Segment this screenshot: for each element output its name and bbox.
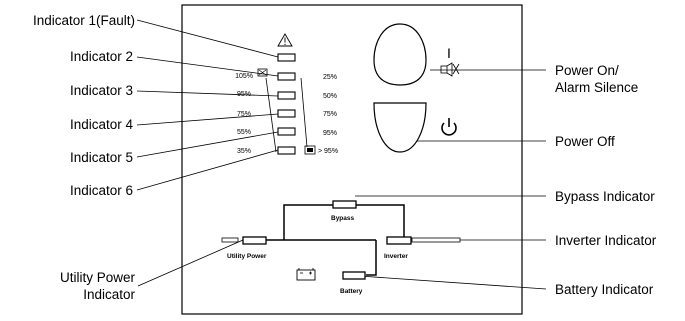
leader-battery xyxy=(359,275,547,290)
label-power-on-line1: Power On/ xyxy=(555,63,619,78)
led-inverter xyxy=(386,236,412,245)
label-indicator-2: Indicator 2 xyxy=(70,49,133,64)
bypass-label: Bypass xyxy=(331,215,355,222)
battery-path xyxy=(366,240,377,276)
power-on-button[interactable] xyxy=(373,23,427,86)
led-column xyxy=(277,53,296,155)
scale-brackets xyxy=(265,77,308,153)
leader-indicator-5 xyxy=(136,131,279,158)
inverter-output-bar xyxy=(411,237,461,243)
power-on-symbol: I xyxy=(447,45,451,61)
battery-label: Battery xyxy=(340,288,363,295)
leader-indicator-2 xyxy=(136,56,279,77)
led-indicator-5 xyxy=(277,127,296,136)
label-inverter-indicator: Inverter Indicator xyxy=(555,233,657,248)
scale-left-75: 75% xyxy=(237,111,251,118)
label-bypass-indicator: Bypass Indicator xyxy=(555,189,655,204)
battery-icon xyxy=(296,268,316,281)
scale-right-75: 75% xyxy=(323,111,337,118)
bypass-path-left xyxy=(283,204,333,240)
utility-input-bar xyxy=(221,237,239,243)
mimic-lines xyxy=(266,204,405,276)
led-bypass xyxy=(332,200,357,209)
load-icon xyxy=(304,145,316,155)
scale-left-105: 105% xyxy=(235,73,253,80)
mute-icon xyxy=(440,62,460,77)
scale-left-55: 55% xyxy=(237,129,251,136)
label-indicator-1: Indicator 1(Fault) xyxy=(33,13,135,28)
power-off-button[interactable] xyxy=(373,102,427,153)
leader-utility-power xyxy=(137,239,244,287)
leader-indicator-1 xyxy=(136,19,279,58)
left-scale: 105% 95% 75% 55% 35% xyxy=(235,73,253,155)
scale-left-35: 35% xyxy=(237,148,251,155)
label-indicator-3: Indicator 3 xyxy=(70,83,133,98)
mimic-labels: Bypass Utility Power Inverter Battery xyxy=(227,215,408,295)
label-battery-indicator: Battery Indicator xyxy=(555,282,654,297)
mimic-leds xyxy=(242,200,412,280)
led-indicator-3 xyxy=(277,91,296,100)
label-indicator-6: Indicator 6 xyxy=(70,183,133,198)
led-indicator-6 xyxy=(277,146,296,155)
led-indicator-2 xyxy=(277,72,296,81)
scale-right-25: 25% xyxy=(323,74,337,81)
right-scale: 25% 50% 75% 95% > 95% xyxy=(318,74,338,155)
label-utility-power-line2: Indicator xyxy=(83,287,135,302)
utility-power-label: Utility Power xyxy=(227,253,267,260)
scale-left-95: 95% xyxy=(237,91,251,98)
leader-lines-left xyxy=(136,19,279,287)
led-utility-power xyxy=(242,236,267,245)
panel-frame xyxy=(181,4,523,315)
label-power-off: Power Off xyxy=(555,134,615,149)
left-callouts: Indicator 1(Fault) Indicator 2 Indicator… xyxy=(33,13,136,302)
power-icon xyxy=(441,118,457,136)
leader-indicator-6 xyxy=(136,149,279,191)
scale-right-95: 95% xyxy=(323,130,337,137)
right-callouts: Power On/ Alarm Silence Power Off Bypass… xyxy=(555,63,657,297)
label-indicator-5: Indicator 5 xyxy=(70,150,133,165)
bypass-path-right xyxy=(356,204,405,240)
scale-right-over-95: > 95% xyxy=(318,148,338,155)
label-utility-power-line1: Utility Power xyxy=(60,270,136,285)
leader-indicator-4 xyxy=(136,113,279,126)
warning-triangle-icon xyxy=(277,33,293,47)
led-battery xyxy=(342,271,366,280)
leader-indicator-3 xyxy=(136,90,279,97)
label-power-on-line2: Alarm Silence xyxy=(555,80,638,95)
inverter-label: Inverter xyxy=(384,253,408,260)
label-indicator-4: Indicator 4 xyxy=(70,117,134,132)
led-indicator-1 xyxy=(277,53,296,62)
overload-icon xyxy=(257,68,268,77)
scale-right-50: 50% xyxy=(323,93,337,100)
led-indicator-4 xyxy=(277,109,296,118)
